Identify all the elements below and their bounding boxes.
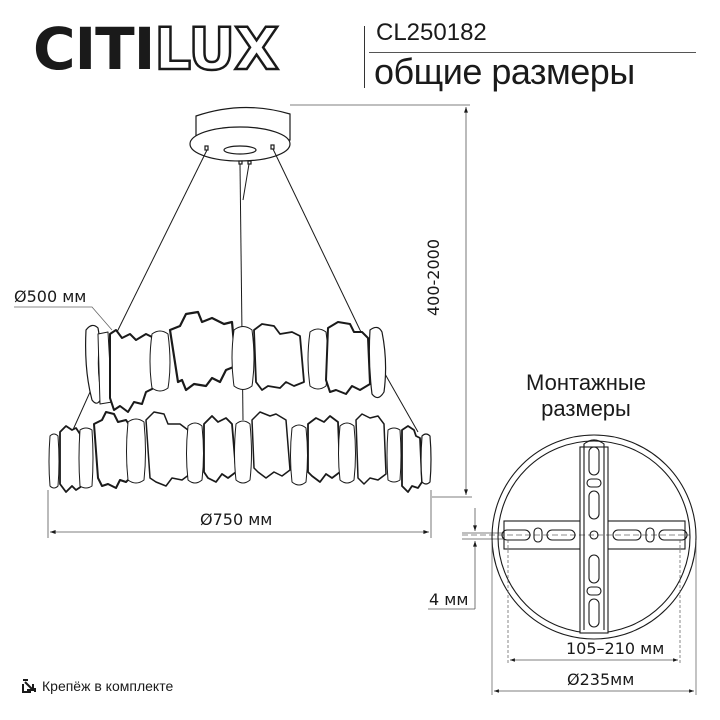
- page-title: общие размеры: [374, 51, 635, 92]
- footer-label: Крепёж в комплекте: [42, 678, 174, 694]
- canopy: [189, 106, 291, 165]
- header-rule: [369, 52, 696, 53]
- mounting-title-line1: Монтажные: [526, 370, 646, 395]
- upper-ring-diameter-label: Ø500 мм: [14, 287, 87, 306]
- brand-logo: CITILUX: [33, 19, 280, 80]
- brand-logo-solid: CITI: [33, 15, 155, 83]
- header-divider: [364, 26, 365, 88]
- mounting-plate: [462, 434, 697, 640]
- footer-note: Крепёж в комплекте: [22, 678, 173, 694]
- mounting-title: Монтажные размеры: [496, 370, 676, 422]
- mounting-dimensions: [491, 540, 697, 695]
- lower-diameter-dimension: [47, 490, 432, 538]
- upper-crystal-ring: [85, 310, 387, 413]
- mount-spacing-label: 105–210 мм: [566, 639, 665, 658]
- upper-diameter-leader: [14, 306, 113, 331]
- plate-thickness-label: 4 мм: [429, 590, 469, 609]
- height-range-label: 400-2000: [424, 238, 443, 316]
- brand-logo-outline: LUX: [153, 15, 280, 83]
- lower-ring-diameter-label: Ø750 мм: [200, 510, 273, 529]
- model-number: CL250182: [376, 19, 487, 46]
- mounting-title-line2: размеры: [541, 396, 631, 421]
- height-dimension: [290, 104, 472, 498]
- lower-crystal-ring: [48, 411, 432, 493]
- arrow-into-box-icon: [22, 679, 36, 693]
- canopy-diameter-label: Ø235мм: [567, 670, 635, 689]
